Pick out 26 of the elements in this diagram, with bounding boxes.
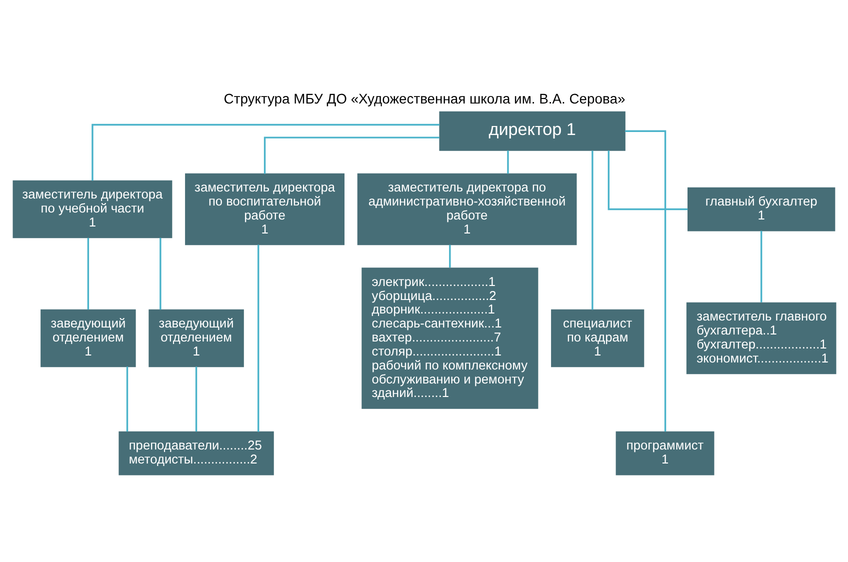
node-box: заместитель директора по учебной части 1 xyxy=(12,180,172,238)
connector xyxy=(159,237,161,310)
node-box: директор 1 xyxy=(438,110,625,150)
node-box: заместитель директора по административно-хозяйственной работе 1 xyxy=(356,172,576,245)
node-box: главный бухгалтер 1 xyxy=(687,186,835,231)
node-box: специалист по кадрам 1 xyxy=(550,308,644,367)
connector xyxy=(194,366,197,432)
connector xyxy=(760,230,762,302)
connector xyxy=(86,237,89,310)
connector xyxy=(263,136,439,174)
node-box: заместитель директора по воспитательной работе 1 xyxy=(184,172,344,245)
diagram-title: Структура МБУ ДО «Художественная школа им. В.А. Серова» xyxy=(223,90,625,106)
connector xyxy=(591,150,593,310)
connector xyxy=(257,244,259,432)
connector xyxy=(506,150,508,174)
connector xyxy=(126,366,128,432)
connector xyxy=(91,123,440,180)
connector xyxy=(624,130,666,432)
node-box: заведующий отделением 1 xyxy=(148,308,244,367)
node-box: программист 1 xyxy=(615,430,714,475)
connector xyxy=(607,150,688,210)
node-box: преподаватели........25 методисты................2 xyxy=(118,430,274,475)
connector xyxy=(448,244,450,268)
node-box: электрик..................1 уборщица................2 дворник...................1 слесарь-сантехник...1 вахтер.......................7 столяр.......................1 рабочий по комплексному обслуживанию и ремонту зданий........1 xyxy=(361,267,538,408)
node-box: заместитель главного бухгалтера..1 бухгалтер..................1 экономист..................1 xyxy=(686,302,836,374)
node-box: заведующий отделением 1 xyxy=(40,308,136,367)
